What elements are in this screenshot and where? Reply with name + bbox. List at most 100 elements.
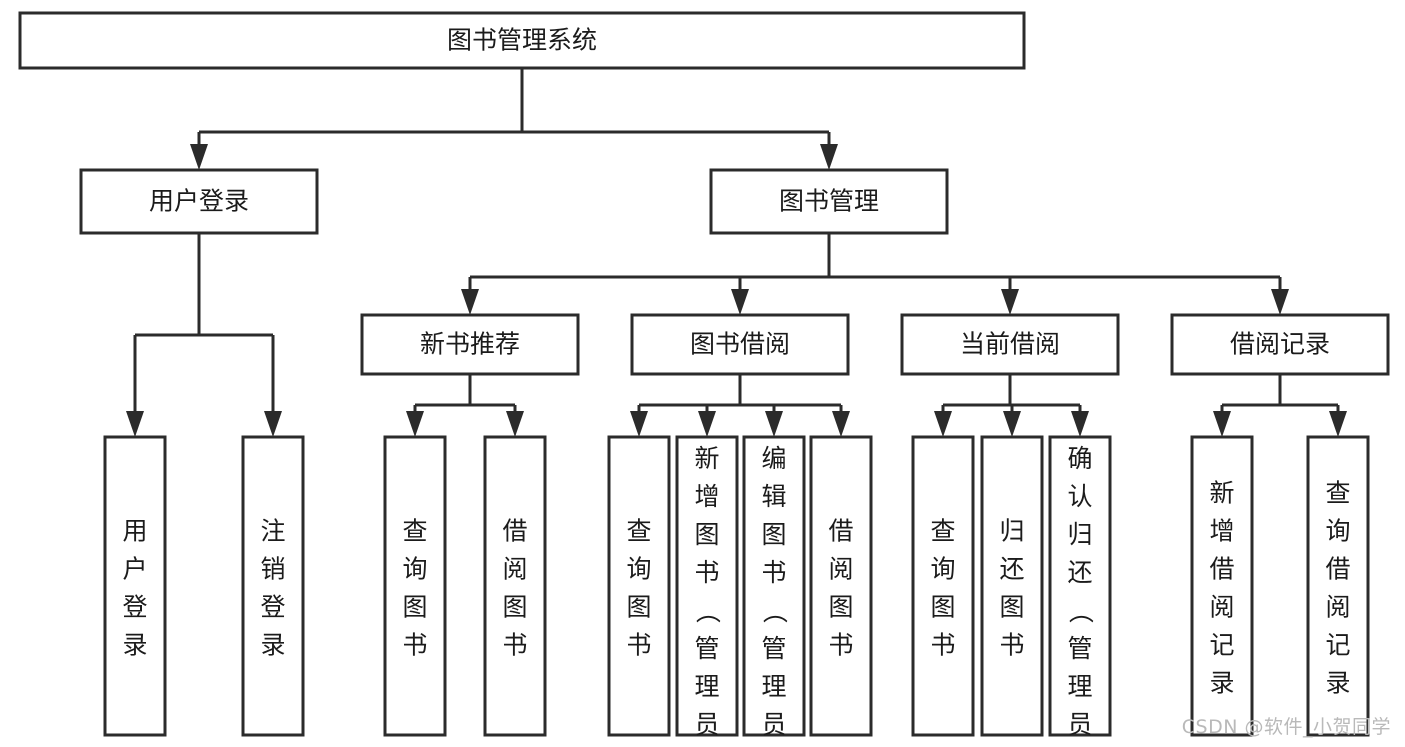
node-root[interactable]: 图书管理系统 (18, 11, 1026, 70)
node-label-char: 增 (1209, 517, 1234, 546)
node-box (241, 435, 305, 737)
node-records[interactable]: 借阅记录 (1170, 313, 1390, 376)
connector-arrowhead (506, 411, 524, 437)
node-box (607, 435, 671, 737)
node-label-char: 图 (828, 593, 853, 622)
node-label-char: 还 (999, 555, 1024, 584)
node-box (630, 313, 850, 376)
node-label-char: 图 (999, 593, 1024, 622)
node-label-char: 询 (402, 555, 427, 584)
connector-arrowhead (1071, 411, 1089, 437)
node-label-char: 录 (1209, 669, 1234, 698)
node-label-char: 登 (122, 593, 147, 622)
node-label-char: 理 (1067, 672, 1092, 701)
node-box (360, 313, 580, 376)
connector-arrowhead (1329, 411, 1347, 437)
node-label-char: 借 (1209, 555, 1234, 584)
node-label-char: 查 (626, 517, 651, 546)
node-newbook[interactable]: 新书推荐 (360, 313, 580, 376)
node-label-char: （ (693, 598, 722, 623)
node-label-char: 员 (1067, 710, 1092, 739)
node-label-char: 管 (1067, 634, 1092, 663)
node-label-char: 新 (694, 444, 719, 473)
node-label-char: 借 (828, 517, 853, 546)
node-label-char: 记 (1209, 631, 1234, 660)
node-label: 借阅记录 (1230, 330, 1330, 359)
node-box (483, 435, 547, 737)
node-label-char: 新 (1209, 479, 1234, 508)
connector-arrowhead (765, 411, 783, 437)
connector-arrowhead (264, 411, 282, 437)
node-label-char: 归 (999, 517, 1024, 546)
node-box (742, 435, 806, 737)
node-label-char: 借 (1325, 555, 1350, 584)
node-label-char: 书 (402, 631, 427, 660)
node-label: 图书管理系统 (447, 26, 597, 55)
node-login[interactable]: 用户登录 (79, 168, 319, 235)
node-label-char: 查 (1325, 479, 1350, 508)
node-label-char: （ (1066, 598, 1095, 623)
node-label-char: 书 (828, 631, 853, 660)
connector-arrowhead (406, 411, 424, 437)
node-label-char: 图 (694, 520, 719, 549)
node-label: 图书借阅 (690, 330, 790, 359)
node-label-char: 阅 (1325, 593, 1350, 622)
connector-arrowhead (1213, 411, 1231, 437)
node-leaf-user-login[interactable]: 用户登录 (103, 435, 167, 737)
node-label-char: 图 (626, 593, 651, 622)
node-label-char: 户 (122, 555, 147, 584)
node-label-char: 阅 (502, 555, 527, 584)
node-box (103, 435, 167, 737)
connector-arrowhead (190, 144, 208, 170)
node-label-char: 录 (260, 631, 285, 660)
node-label-char: 书 (694, 558, 719, 587)
node-current[interactable]: 当前借阅 (900, 313, 1120, 376)
node-label-char: 辑 (761, 482, 786, 511)
node-label-char: 录 (122, 631, 147, 660)
node-label: 新书推荐 (420, 330, 520, 359)
connector-arrowhead (820, 144, 838, 170)
node-borrow[interactable]: 图书借阅 (630, 313, 850, 376)
node-label-char: 录 (1325, 669, 1350, 698)
node-box (383, 435, 447, 737)
node-label-char: 图 (930, 593, 955, 622)
node-label-char: 编 (761, 444, 786, 473)
node-box (18, 11, 1026, 70)
node-label-char: 询 (626, 555, 651, 584)
connector-arrowhead (1001, 289, 1019, 315)
node-bookmgmt[interactable]: 图书管理 (709, 168, 949, 235)
connector-arrowhead (1271, 289, 1289, 315)
node-label-char: 书 (761, 558, 786, 587)
node-label-char: 员 (761, 710, 786, 739)
node-label: 当前借阅 (960, 330, 1060, 359)
connector-arrowhead (126, 411, 144, 437)
node-label-char: 注 (260, 517, 285, 546)
connector-arrowhead (698, 411, 716, 437)
node-label-char: 管 (694, 634, 719, 663)
node-box (1190, 435, 1254, 737)
node-label-char: 图 (502, 593, 527, 622)
node-label: 用户登录 (149, 187, 249, 216)
node-label-char: 员 (694, 710, 719, 739)
node-label-char: 阅 (1209, 593, 1234, 622)
node-label-char: 还 (1067, 558, 1092, 587)
connector-arrowhead (832, 411, 850, 437)
node-label-char: 图 (761, 520, 786, 549)
connectors-layer (126, 68, 1347, 437)
connector-arrowhead (934, 411, 952, 437)
node-label-char: 查 (402, 517, 427, 546)
node-label-char: 记 (1325, 631, 1350, 660)
